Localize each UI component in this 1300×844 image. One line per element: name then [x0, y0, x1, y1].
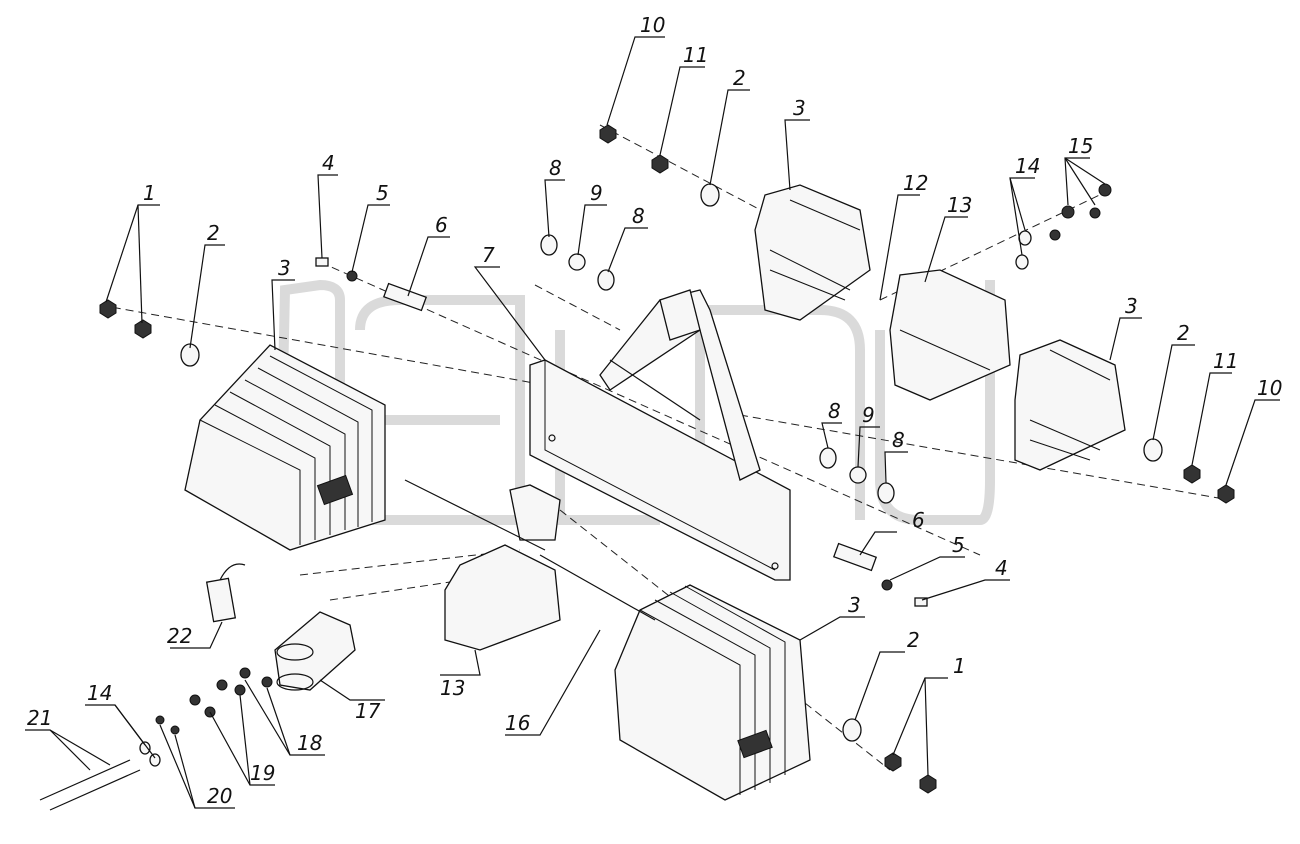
- label-11a: 11: [683, 43, 708, 67]
- bracket-13-upper: [889, 269, 1011, 401]
- label-4a: 4: [322, 151, 335, 175]
- hitch-17: [274, 611, 356, 691]
- label-8b: 8: [632, 204, 645, 228]
- label-3b: 3: [793, 96, 806, 120]
- label-20: 20: [207, 784, 232, 808]
- label-3d: 3: [848, 593, 861, 617]
- label-22: 22: [167, 624, 192, 648]
- weight-block-left: [184, 344, 386, 551]
- label-1b: 1: [953, 654, 966, 678]
- label-12: 12: [903, 171, 928, 195]
- label-13a: 13: [947, 193, 972, 217]
- label-8d: 8: [892, 428, 905, 452]
- label-18: 18: [297, 731, 322, 755]
- bracket-13-lower: [444, 484, 561, 651]
- label-2b: 2: [733, 66, 746, 90]
- label-16: 16: [505, 711, 530, 735]
- label-2a: 2: [207, 221, 220, 245]
- label-14a: 14: [1015, 154, 1040, 178]
- weight-block-bottom-right: [614, 584, 811, 801]
- label-5a: 5: [376, 181, 389, 205]
- label-9a: 9: [590, 181, 603, 205]
- pin-22: [205, 563, 246, 623]
- label-14b: 14: [87, 681, 112, 705]
- label-3c: 3: [1125, 294, 1138, 318]
- label-9b: 9: [862, 403, 875, 427]
- label-4b: 4: [995, 556, 1008, 580]
- label-21: 21: [27, 706, 52, 730]
- frame-part-7: [529, 289, 791, 581]
- callout-labels: 1 2 3 4 5 6 7 8 9 8 10 11 2 3 12 13 14 1…: [27, 13, 1282, 808]
- label-10b: 10: [1257, 376, 1282, 400]
- label-1a: 1: [143, 181, 156, 205]
- label-6a: 6: [435, 213, 448, 237]
- label-15: 15: [1068, 134, 1093, 158]
- label-13b: 13: [440, 676, 465, 700]
- label-8a: 8: [549, 156, 562, 180]
- label-10a: 10: [640, 13, 665, 37]
- label-19: 19: [250, 761, 275, 785]
- weight-top: [754, 184, 871, 321]
- label-8c: 8: [828, 399, 841, 423]
- label-6b: 6: [912, 508, 925, 532]
- weight-right: [1014, 339, 1126, 471]
- label-2d: 2: [907, 628, 920, 652]
- rods: [39, 479, 656, 811]
- leader-lines: [25, 36, 1280, 809]
- hardware: [99, 124, 1235, 794]
- label-5b: 5: [952, 533, 965, 557]
- label-17: 17: [355, 699, 381, 723]
- label-7: 7: [482, 243, 495, 267]
- label-3a: 3: [278, 256, 291, 280]
- label-2c: 2: [1177, 321, 1190, 345]
- label-11b: 11: [1213, 349, 1238, 373]
